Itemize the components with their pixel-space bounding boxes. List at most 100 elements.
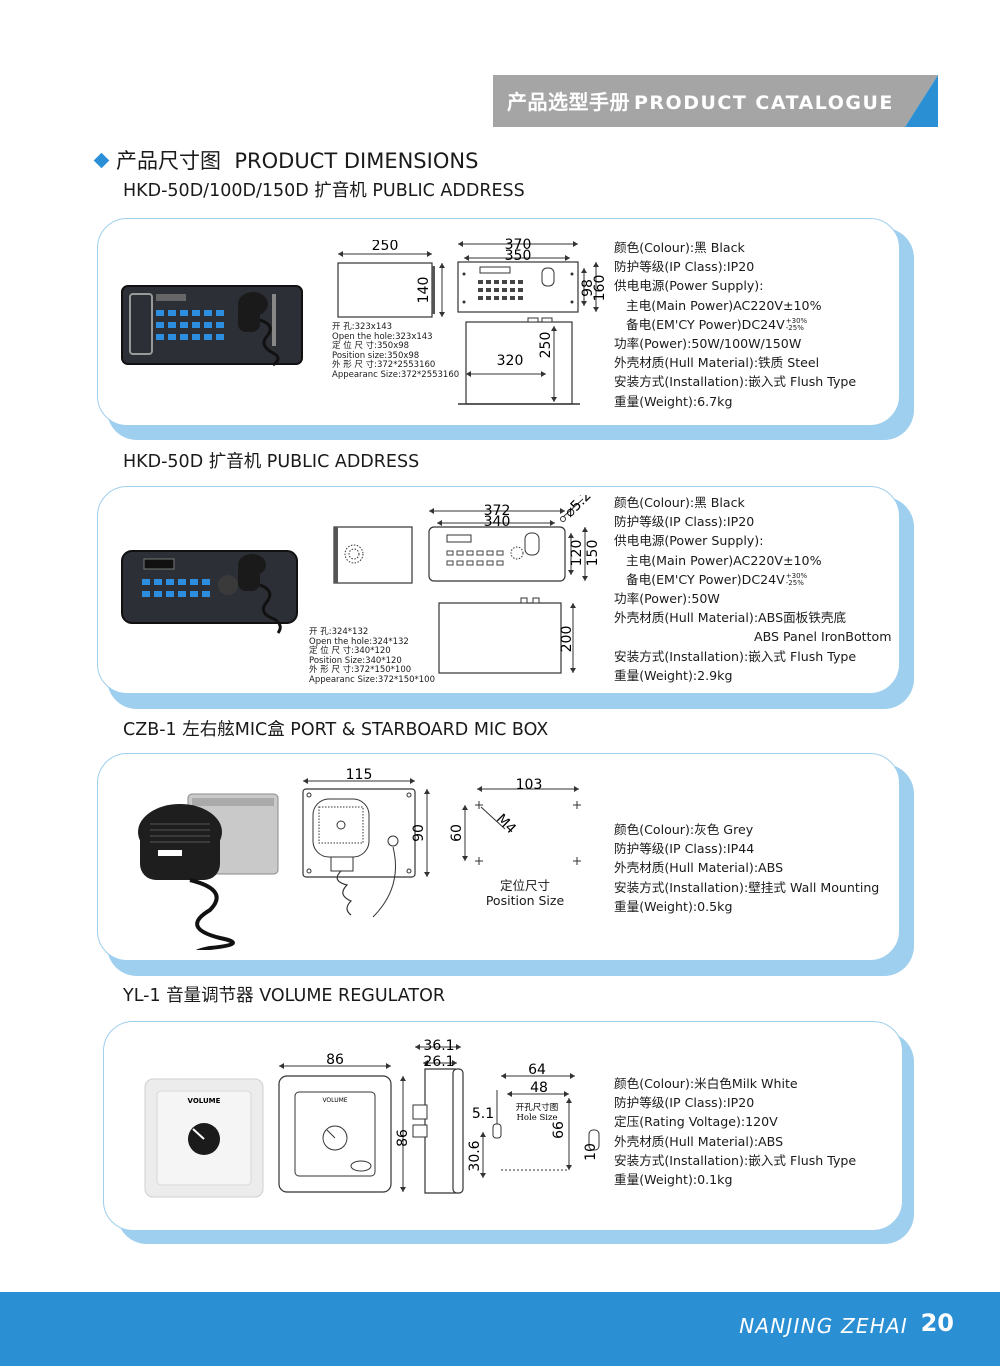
- note-line: Open the hole:323x143: [332, 331, 433, 342]
- dim-370: 370: [505, 237, 532, 253]
- dim-250b: 250: [538, 332, 554, 359]
- section-title-en: PRODUCT DIMENSIONS: [234, 149, 479, 173]
- dim-phi-5-2: ⌀5.2: [562, 495, 595, 521]
- dim-150: 150: [585, 540, 601, 567]
- note-line: Position size:350x98: [332, 350, 420, 361]
- note-line: Appearanc Size:372*150*100: [309, 674, 435, 685]
- amplifier-50d-photo: [121, 550, 298, 634]
- amplifier-photo: [121, 285, 303, 367]
- mic-box-photo: [138, 793, 279, 950]
- footer-brand: NANJING ZEHAI: [739, 1314, 908, 1338]
- tol-down: -25%: [785, 324, 804, 333]
- spec-power-supply: 供电电源(Power Supply):: [614, 278, 764, 294]
- spec-power-supply: 供电电源(Power Supply):: [614, 533, 764, 549]
- dim-200: 200: [559, 626, 575, 653]
- dim-372: 372: [484, 503, 511, 519]
- dim-10: 10: [583, 1143, 599, 1161]
- dim-90: 90: [411, 824, 427, 842]
- hole-size-drawing: 64 48 开孔尺寸图 Hole Size 5.1 30.6 66 10: [467, 1062, 600, 1178]
- dim-66: 66: [551, 1121, 567, 1139]
- tol-up: +30%: [785, 572, 808, 581]
- spec-colour: 颜色(Colour):米白色Milk White: [614, 1076, 798, 1091]
- dim-115: 115: [346, 767, 373, 783]
- spec-hull: 外壳材质(Hull Material):ABS: [614, 1133, 784, 1149]
- spec-ip: 防护等级(IP Class):IP20: [614, 259, 755, 275]
- spec-hull: 外壳材质(Hull Material):ABS: [614, 860, 784, 876]
- note-line: 开 孔:324*132: [309, 627, 369, 637]
- note-line: 外 形 尺 寸:372*2553160: [332, 360, 436, 370]
- spec-install: 安装方式(Installation):嵌入式 Flush Type: [614, 648, 857, 664]
- dimension-drawing-2: 372 340 ⌀5.2 120 150 200: [428, 495, 601, 674]
- spec-list-1: 颜色(Colour):黑 Black 防护等级(IP Class):IP20 供…: [614, 238, 856, 411]
- dim-250: 250: [372, 240, 399, 254]
- header-title-cn: 产品选型手册: [507, 90, 630, 114]
- dimension-drawing-4a: 86 VOLUME 86: [278, 1052, 411, 1193]
- dim-26-1: 26.1: [423, 1054, 454, 1070]
- dim-36-1: 36.1: [423, 1038, 454, 1054]
- spec-weight: 重量(Weight):2.9kg: [614, 667, 733, 683]
- spec-colour: 颜色(Colour):黑 Black: [614, 495, 745, 510]
- spec-list-4: 颜色(Colour):米白色Milk White 防护等级(IP Class):…: [614, 1074, 856, 1189]
- spec-emcy-text: 备电(EM'CY Power)DC24V: [626, 316, 785, 332]
- spec-voltage: 定压(Rating Voltage):120V: [614, 1114, 778, 1130]
- side-view-drawing-4: 36.1 26.1: [412, 1038, 464, 1194]
- section-title-cn: 产品尺寸图: [116, 149, 221, 173]
- dim-350: 350: [505, 248, 532, 264]
- section-title: 产品尺寸图 PRODUCT DIMENSIONS: [93, 148, 479, 174]
- diamond-bullet-icon: [93, 152, 110, 169]
- tol-down: -25%: [785, 579, 804, 588]
- dim-86: 86: [326, 1052, 344, 1068]
- header-title-en: PRODUCT CATALOGUE: [634, 92, 894, 114]
- notes-1: 开 孔:323x143 Open the hole:323x143 定 位 尺 …: [332, 322, 459, 380]
- note-line: 开 孔:323x143: [332, 322, 393, 332]
- note-line: 外 形 尺 寸:372*150*100: [309, 665, 412, 675]
- spec-install: 安装方式(Installation):壁挂式 Wall Mounting: [614, 879, 880, 895]
- dim-98: 98: [580, 279, 596, 297]
- product-title-1: HKD-50D/100D/150D 扩音机 PUBLIC ADDRESS: [123, 181, 525, 201]
- dim-m4: M4: [493, 811, 519, 837]
- dim-5-1: 5.1: [472, 1106, 494, 1122]
- dim-64: 64: [528, 1062, 546, 1078]
- position-size-drawing: 103 60 M4: [449, 777, 581, 865]
- spec-emcy-power: 备电(EM'CY Power)DC24V+30%-25%: [614, 570, 892, 589]
- spec-hull: 外壳材质(Hull Material):ABS面板铁壳底: [614, 610, 847, 626]
- spec-weight: 重量(Weight):0.5kg: [614, 898, 733, 914]
- spec-install: 安装方式(Installation):嵌入式 Flush Type: [614, 374, 857, 390]
- spec-colour: 颜色(Colour):灰色 Grey: [614, 822, 754, 837]
- dim-340: 340: [484, 514, 511, 530]
- dimension-drawing-1b: 370 350 98 160 320 250: [457, 237, 608, 405]
- spec-ip: 防护等级(IP Class):IP20: [614, 514, 755, 530]
- position-size-en: Position Size: [485, 893, 565, 908]
- dim-86b: 86: [395, 1129, 411, 1147]
- spec-power: 功率(Power):50W/100W/150W: [614, 335, 802, 351]
- spec-emcy-text: 备电(EM'CY Power)DC24V: [626, 571, 785, 587]
- spec-power: 功率(Power):50W: [614, 590, 720, 606]
- product-title-2: HKD-50D 扩音机 PUBLIC ADDRESS: [123, 452, 420, 472]
- spec-main-power: 主电(Main Power)AC220V±10%: [626, 297, 822, 313]
- dim-30-6: 30.6: [467, 1140, 483, 1171]
- spec-colour: 颜色(Colour):黑 Black: [614, 240, 745, 255]
- dim-48: 48: [530, 1080, 548, 1096]
- spec-hull: 外壳材质(Hull Material):铁质 Steel: [614, 355, 820, 371]
- hole-size-cn: 开孔尺寸图: [516, 1102, 559, 1113]
- spec-list-2: 颜色(Colour):黑 Black 防护等级(IP Class):IP20 供…: [614, 493, 892, 685]
- dim-160: 160: [592, 275, 608, 302]
- dimension-drawing-3a: 115 90: [302, 767, 430, 918]
- product-title-3: CZB-1 左右舷MIC盒 PORT & STARBOARD MIC BOX: [123, 720, 549, 740]
- dim-140: 140: [416, 277, 432, 304]
- position-size-cn: 定位尺寸: [499, 878, 550, 893]
- note-line: Open the hole:324*132: [309, 636, 409, 647]
- dimension-drawing-1a: 250 140: [337, 240, 445, 318]
- spec-ip: 防护等级(IP Class):IP20: [614, 1095, 755, 1111]
- spec-ip: 防护等级(IP Class):IP44: [614, 841, 755, 857]
- dim-320: 320: [497, 353, 524, 369]
- volume-label-drawing: VOLUME: [322, 1097, 347, 1104]
- spec-emcy-power: 备电(EM'CY Power)DC24V+30%-25%: [614, 315, 856, 334]
- spec-install: 安装方式(Installation):嵌入式 Flush Type: [614, 1152, 857, 1168]
- side-view-50d: [333, 526, 413, 584]
- spec-hull-en: ABS Panel IronBottom: [754, 629, 892, 645]
- spec-weight: 重量(Weight):0.1kg: [614, 1171, 733, 1187]
- page-number: 20: [920, 1309, 954, 1337]
- spec-main-power: 主电(Main Power)AC220V±10%: [626, 552, 822, 568]
